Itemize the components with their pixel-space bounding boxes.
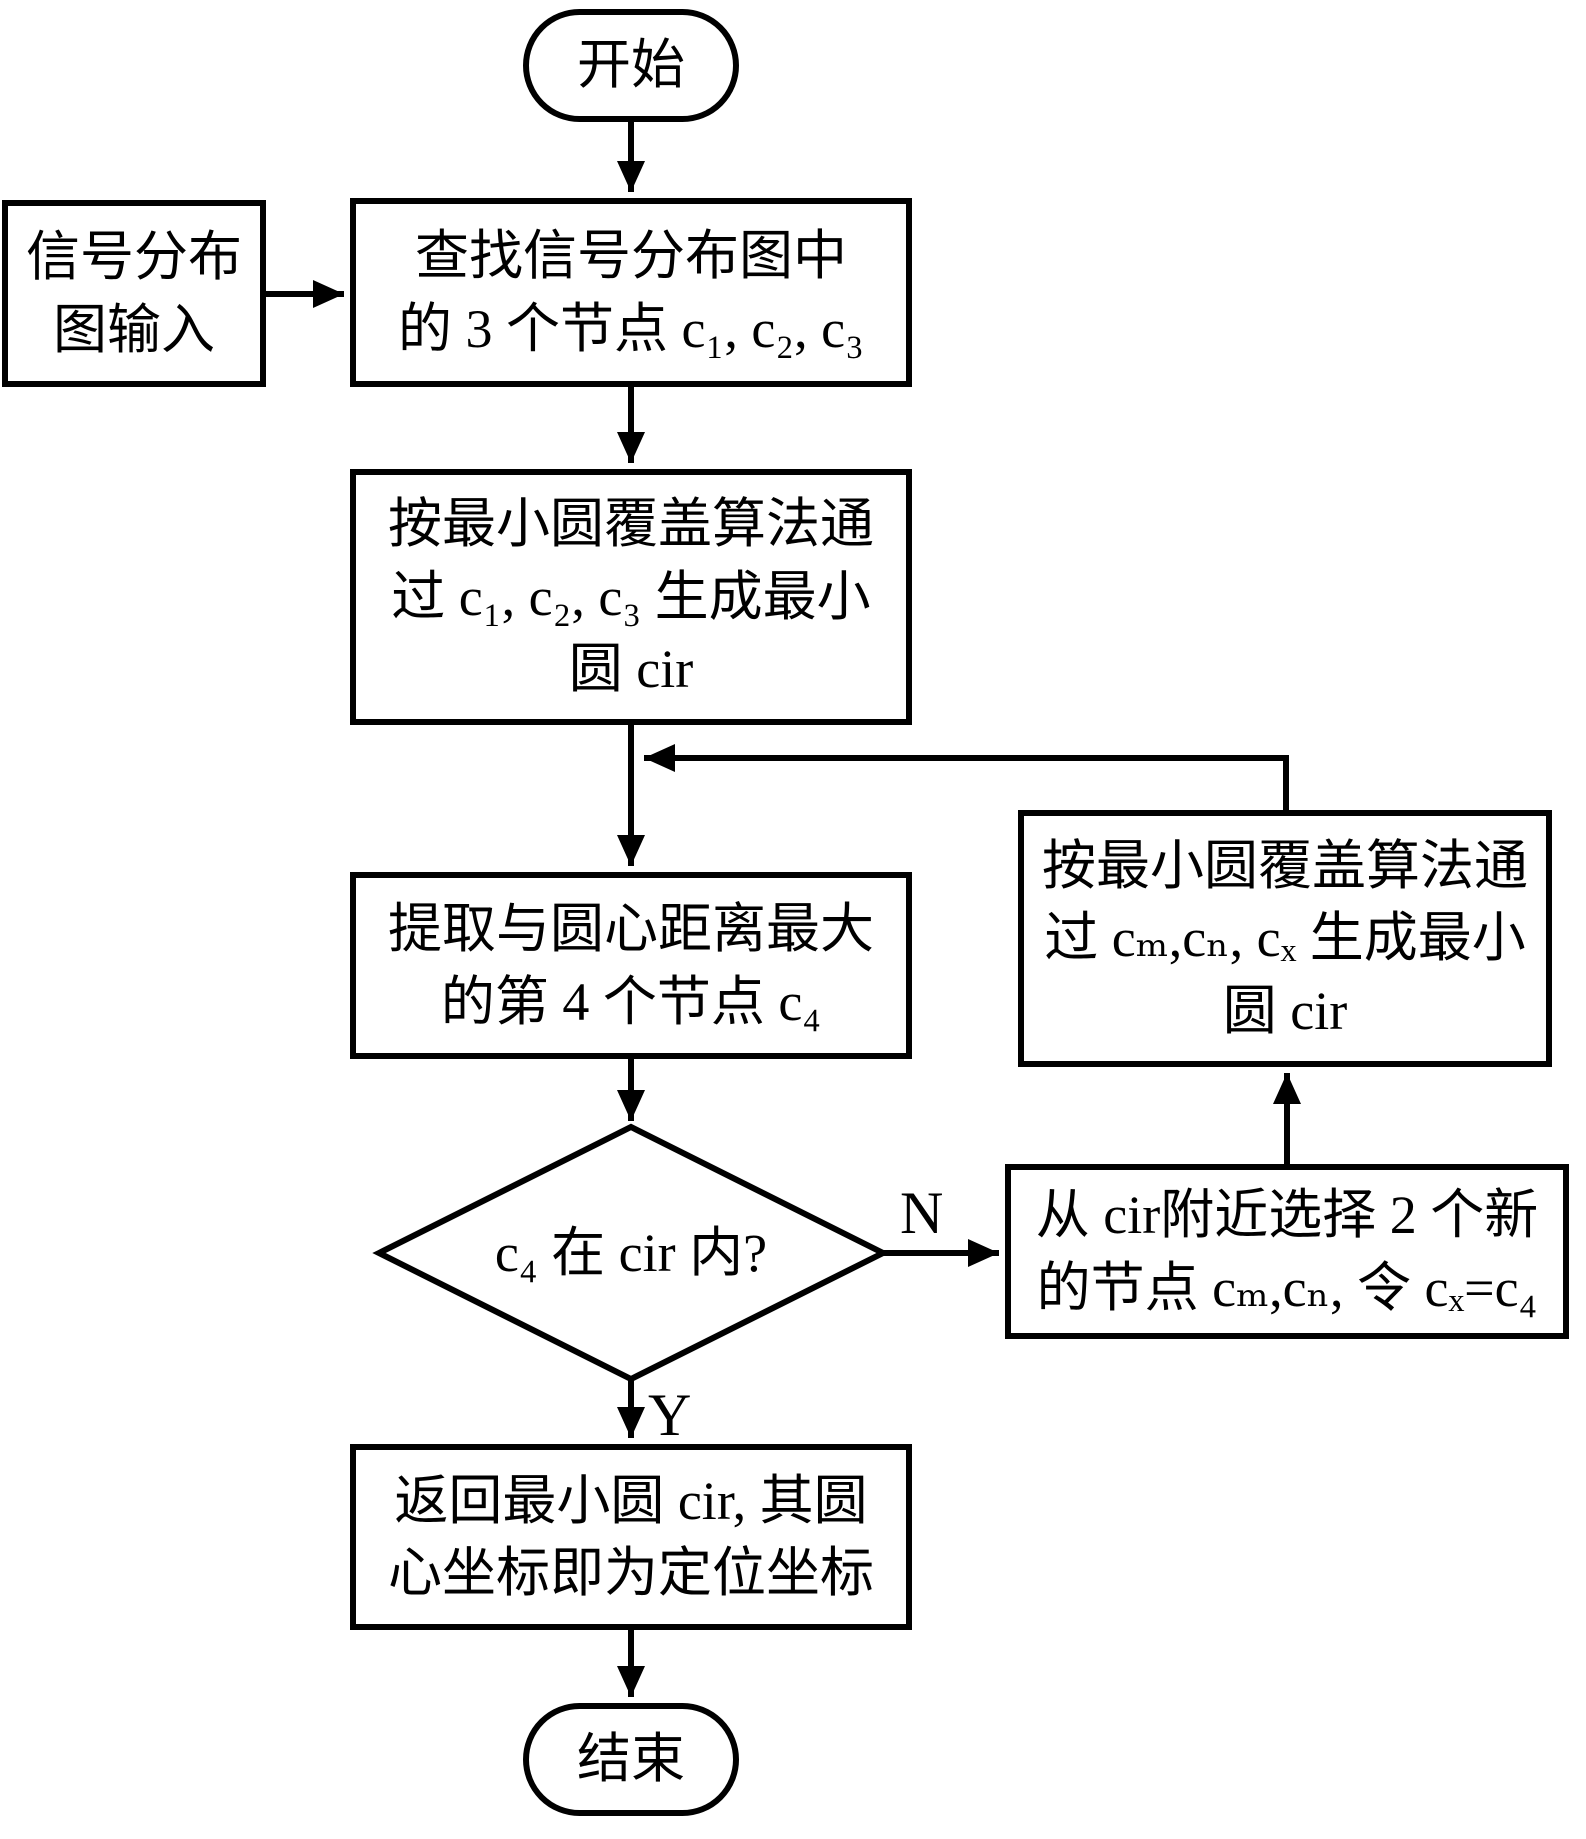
process-find-nodes: 查找信号分布图中 的 3 个节点 c₁, c₂, c₃ [350, 198, 912, 387]
process-line: 按最小圆覆盖算法通 [1042, 835, 1528, 896]
process-line: 过 cₘ,cₙ, cₓ 生成最小 [1044, 908, 1526, 969]
process-generate-circle: 按最小圆覆盖算法通 过 c₁, c₂, c₃ 生成最小 圆 cir [350, 469, 912, 725]
branch-label-yes: Y [648, 1382, 692, 1448]
process-line: 的第 4 个节点 c₄ [440, 971, 822, 1032]
process-line: 圆 cir [1222, 980, 1348, 1041]
process-line: 提取与圆心距离最大 [388, 899, 874, 960]
end-label: 结束 [577, 1729, 685, 1790]
branch-label-no: N [900, 1180, 944, 1246]
process-line: 心坐标即为定位坐标 [388, 1543, 874, 1603]
process-line: 的节点 cₘ,cₙ, 令 cₓ=c₄ [1036, 1257, 1538, 1318]
start-node: 开始 [523, 9, 739, 122]
input-node: 信号分布 图输入 [2, 200, 266, 387]
process-line: 查找信号分布图中 [415, 226, 847, 287]
end-node: 结束 [523, 1703, 739, 1816]
decision-diamond-shape [372, 1123, 890, 1383]
process-line: 过 c₁, c₂, c₃ 生成最小 [391, 566, 871, 627]
process-line: 按最小圆覆盖算法通 [388, 494, 874, 555]
start-label: 开始 [577, 35, 685, 96]
process-return-result: 返回最小圆 cir, 其圆 心坐标即为定位坐标 [350, 1444, 912, 1630]
decision-node: c₄ 在 cir 内? [433, 1203, 829, 1303]
process-extract-node: 提取与圆心距离最大 的第 4 个节点 c₄ [350, 872, 912, 1059]
process-line: 返回最小圆 cir, 其圆 [394, 1470, 868, 1531]
process-select-new-nodes: 从 cir附近选择 2 个新 的节点 cₘ,cₙ, 令 cₓ=c₄ [1005, 1164, 1569, 1339]
input-line: 图输入 [53, 299, 215, 360]
input-line: 信号分布 [26, 227, 242, 288]
process-line: 的 3 个节点 c₁, c₂, c₃ [398, 298, 864, 359]
process-line: 圆 cir [568, 639, 694, 700]
edge-feedback-to-mainline [644, 744, 1289, 810]
decision-label: c₄ 在 cir 内? [494, 1222, 768, 1283]
process-line: 从 cir附近选择 2 个新 [1035, 1185, 1539, 1246]
process-generate-circle-2: 按最小圆覆盖算法通 过 cₘ,cₙ, cₓ 生成最小 圆 cir [1018, 810, 1552, 1067]
